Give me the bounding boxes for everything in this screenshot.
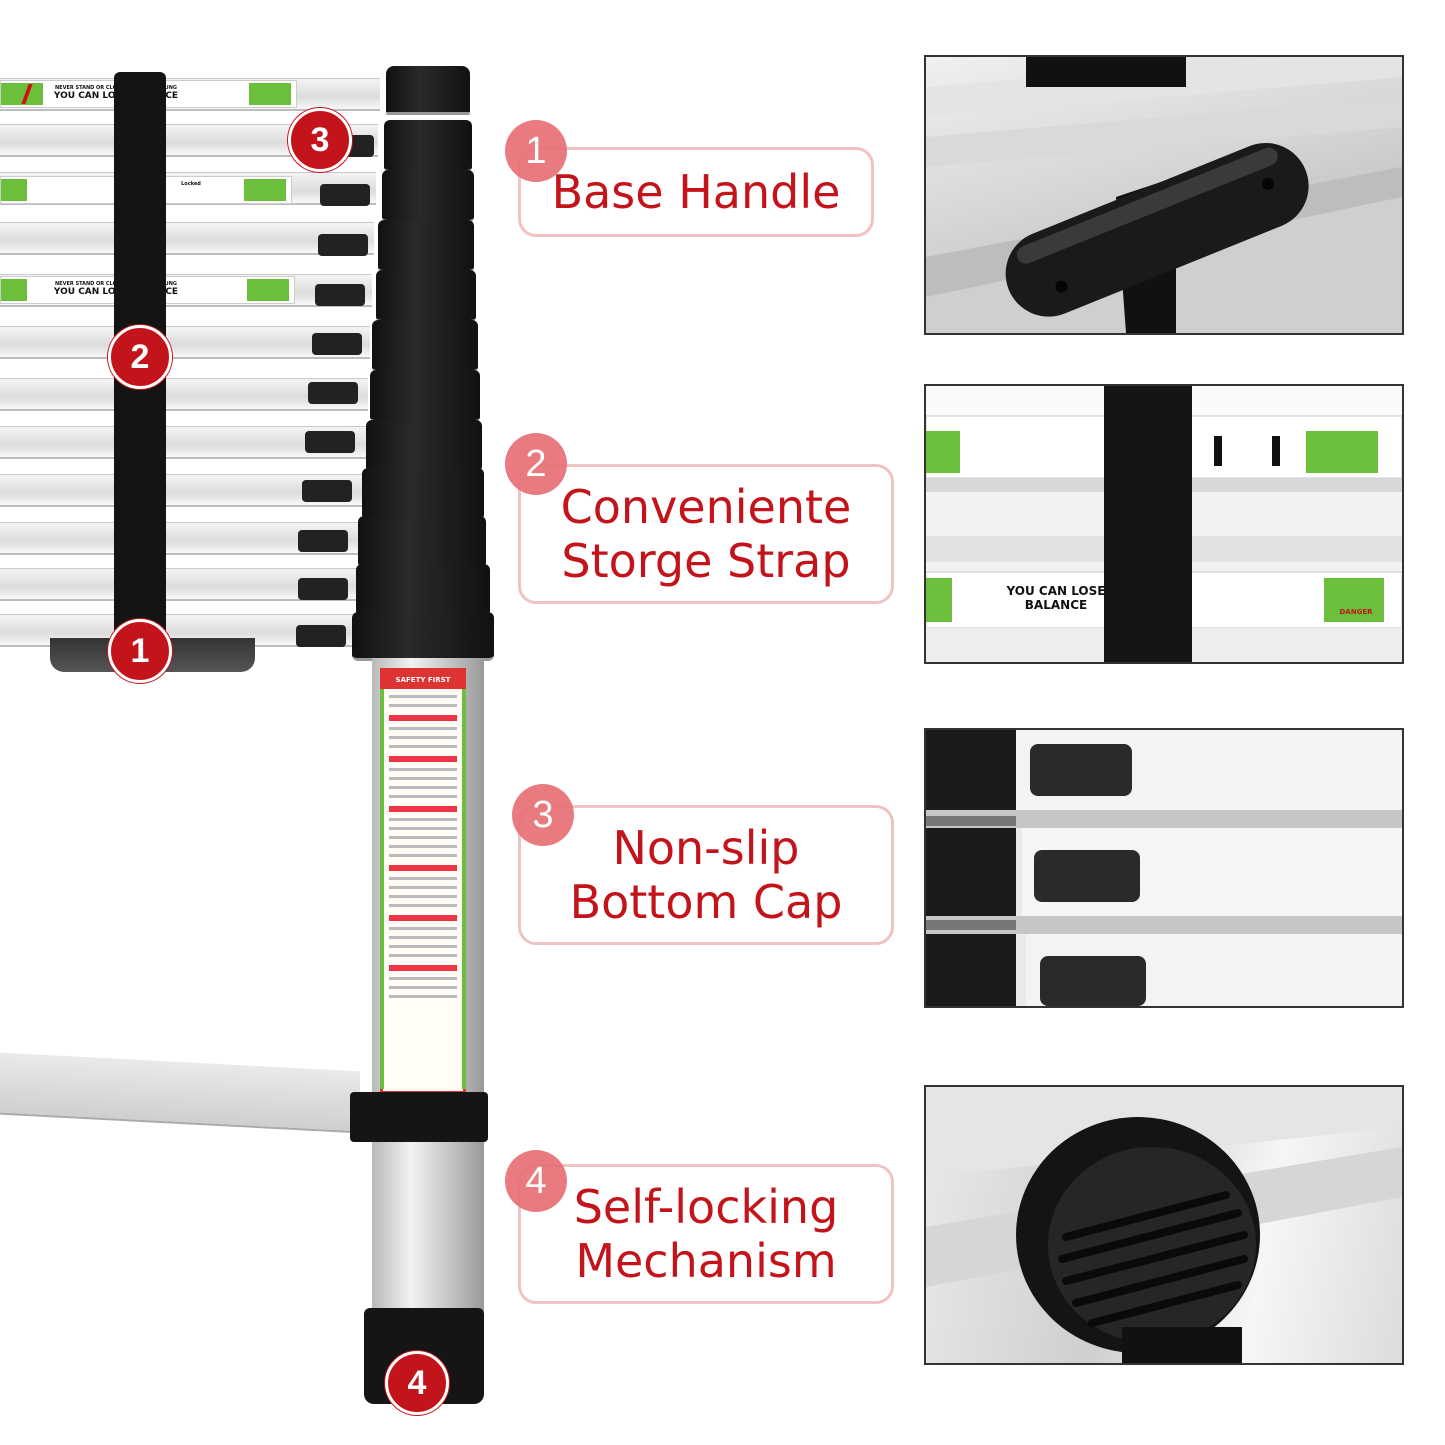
photo-self-locking-drawing bbox=[926, 1087, 1402, 1363]
photo-bottom-cap bbox=[924, 728, 1404, 1008]
rung-end-cap bbox=[298, 578, 348, 600]
marker-1: 1 bbox=[108, 619, 172, 683]
photo2-warning-left: YOU CAN LOSE BALANCE bbox=[1006, 584, 1106, 612]
label-line: Storge Strap bbox=[561, 534, 851, 588]
photo-bottom-cap-drawing bbox=[926, 730, 1402, 1006]
safety-first-text: SAFETY FIRST bbox=[383, 671, 463, 689]
marker-4: 4 bbox=[385, 1351, 449, 1415]
stile-segment bbox=[370, 370, 480, 423]
stile-segment bbox=[382, 170, 474, 223]
label-badge-1: 1 bbox=[505, 120, 567, 182]
marker-2: 2 bbox=[108, 325, 172, 389]
bottom-rung bbox=[0, 1052, 360, 1134]
rung-end-cap bbox=[308, 382, 358, 404]
safety-sticker: SAFETY FIRST bbox=[380, 668, 466, 1094]
photo-base-handle bbox=[924, 55, 1404, 335]
photo-storage-strap-drawing bbox=[926, 386, 1402, 662]
marker-3: 3 bbox=[288, 108, 352, 172]
rung-end-cap bbox=[318, 234, 368, 256]
ladder-rung bbox=[0, 378, 368, 411]
rung-end-cap bbox=[315, 284, 365, 306]
stile-segment bbox=[366, 420, 482, 473]
rung-end-cap bbox=[298, 530, 348, 552]
stile-segment bbox=[358, 516, 486, 569]
photo-self-locking bbox=[924, 1085, 1404, 1365]
ladder-pole-lower bbox=[372, 1142, 484, 1312]
stile-segment bbox=[352, 612, 494, 661]
stile-top-cap bbox=[386, 66, 470, 115]
stile-segment bbox=[376, 270, 476, 323]
photo-base-handle-drawing bbox=[926, 57, 1402, 333]
sticker-locked-text: Locked bbox=[181, 181, 201, 187]
photo2-danger-text: DANGER bbox=[1339, 608, 1373, 616]
label-line: Non-slip bbox=[612, 821, 800, 875]
label-badge-3: 3 bbox=[512, 784, 574, 846]
label-base-handle: Base Handle bbox=[518, 147, 874, 237]
stile-segment bbox=[372, 320, 478, 373]
rung-end-cap bbox=[320, 184, 370, 206]
label-line: Mechanism bbox=[575, 1234, 837, 1288]
rung-end-cap bbox=[312, 333, 362, 355]
ladder-illustration: NEVER STAND OR CLOSE TO THE TOP RUNGYOU … bbox=[0, 0, 520, 1445]
rung-end-cap bbox=[302, 480, 352, 502]
label-line: Self-locking bbox=[573, 1180, 839, 1234]
label-line: Base Handle bbox=[551, 165, 841, 219]
stile-segment bbox=[378, 220, 474, 273]
label-line: Bottom Cap bbox=[569, 875, 843, 929]
rung-end-cap bbox=[305, 431, 355, 453]
ladder-rung bbox=[0, 326, 370, 359]
ladder-rung bbox=[0, 222, 374, 255]
stile-segment bbox=[384, 120, 472, 173]
label-badge-4: 4 bbox=[505, 1150, 567, 1212]
pole-collar bbox=[350, 1092, 488, 1142]
rung-end-cap bbox=[296, 625, 346, 647]
stile-segment bbox=[362, 468, 484, 521]
label-line: Conveniente bbox=[560, 480, 852, 534]
label-badge-2: 2 bbox=[505, 433, 567, 495]
stile-segment bbox=[356, 564, 490, 617]
photo-storage-strap: YOU CAN LOSE BALANCE DANGER bbox=[924, 384, 1404, 664]
